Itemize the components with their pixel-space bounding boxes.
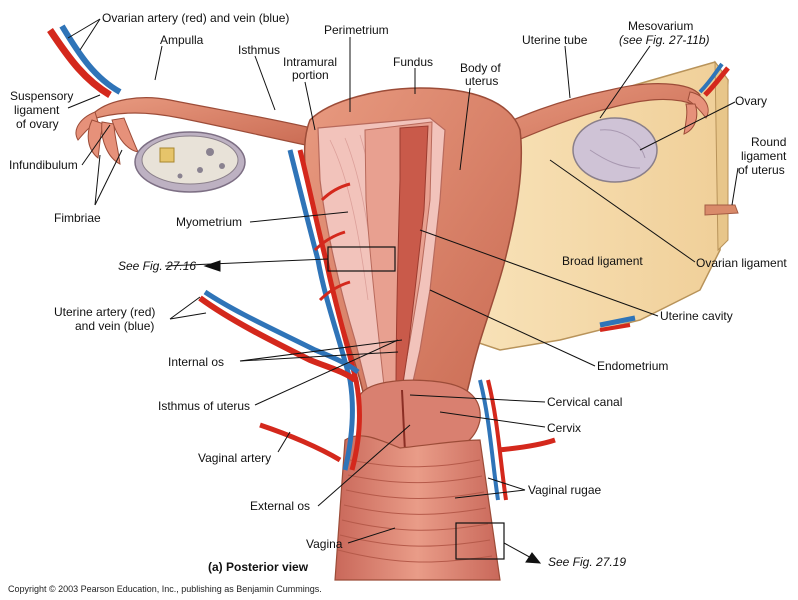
label-body-of: Body of bbox=[460, 61, 501, 75]
label-ovarian-ligament: Ovarian ligament bbox=[696, 256, 787, 270]
label-see-fig-2719: See Fig. 27.19 bbox=[548, 555, 626, 569]
label-perimetrium: Perimetrium bbox=[324, 23, 389, 37]
label-endometrium: Endometrium bbox=[597, 359, 668, 373]
label-vaginal-artery: Vaginal artery bbox=[198, 451, 271, 465]
label-uterine-tube: Uterine tube bbox=[522, 33, 588, 47]
label-mesovarium-ref: (see Fig. 27-11b) bbox=[619, 33, 710, 47]
label-see-fig-2716: See Fig. 27.16 bbox=[118, 259, 196, 273]
label-ovary: Ovary bbox=[735, 94, 767, 108]
label-external-os: External os bbox=[250, 499, 310, 513]
label-suspensory-of-ovary: of ovary bbox=[16, 117, 59, 131]
left-fimbriae-shape bbox=[75, 111, 139, 165]
label-vaginal-rugae: Vaginal rugae bbox=[528, 483, 601, 497]
label-fimbriae: Fimbriae bbox=[54, 211, 101, 225]
label-fundus: Fundus bbox=[393, 55, 433, 69]
label-isthmus-of-uterus: Isthmus of uterus bbox=[158, 399, 250, 413]
uterine-vessels-shape bbox=[198, 149, 362, 471]
label-body-uterus: uterus bbox=[465, 74, 498, 88]
label-suspensory-ligament: ligament bbox=[14, 103, 60, 117]
round-ligament-shape bbox=[704, 204, 739, 216]
copyright-text: Copyright © 2003 Pearson Education, Inc.… bbox=[8, 584, 322, 594]
label-round: Round bbox=[751, 135, 786, 149]
label-suspensory: Suspensory bbox=[10, 89, 73, 103]
label-round-ligament: ligament bbox=[741, 149, 787, 163]
label-vagina: Vagina bbox=[306, 537, 343, 551]
uterine-cavity-shape bbox=[395, 125, 429, 391]
label-broad-ligament: Broad ligament bbox=[562, 254, 643, 268]
label-intramural: Intramural bbox=[283, 55, 337, 69]
label-isthmus: Isthmus bbox=[238, 43, 280, 57]
label-uterine-artery: Uterine artery (red) bbox=[54, 305, 155, 319]
label-round-of-uterus: of uterus bbox=[738, 163, 785, 177]
label-uterine-artery-vein: and vein (blue) bbox=[75, 319, 154, 333]
label-internal-os: Internal os bbox=[168, 355, 224, 369]
label-cervix: Cervix bbox=[547, 421, 581, 435]
label-mesovarium: Mesovarium bbox=[628, 19, 693, 33]
figure-caption: (a) Posterior view bbox=[208, 560, 309, 574]
right-ovary-shape bbox=[572, 117, 658, 183]
label-infundibulum: Infundibulum bbox=[9, 158, 78, 172]
label-ovarian-artery-vein: Ovarian artery (red) and vein (blue) bbox=[102, 11, 289, 25]
ovarian-vessels-shape bbox=[47, 24, 122, 99]
fig-2719-box bbox=[455, 522, 505, 560]
label-intramural-portion: portion bbox=[292, 68, 329, 82]
label-uterine-cavity: Uterine cavity bbox=[660, 309, 733, 323]
label-cervical-canal: Cervical canal bbox=[547, 395, 622, 409]
label-ampulla: Ampulla bbox=[160, 33, 204, 47]
label-myometrium: Myometrium bbox=[176, 215, 242, 229]
